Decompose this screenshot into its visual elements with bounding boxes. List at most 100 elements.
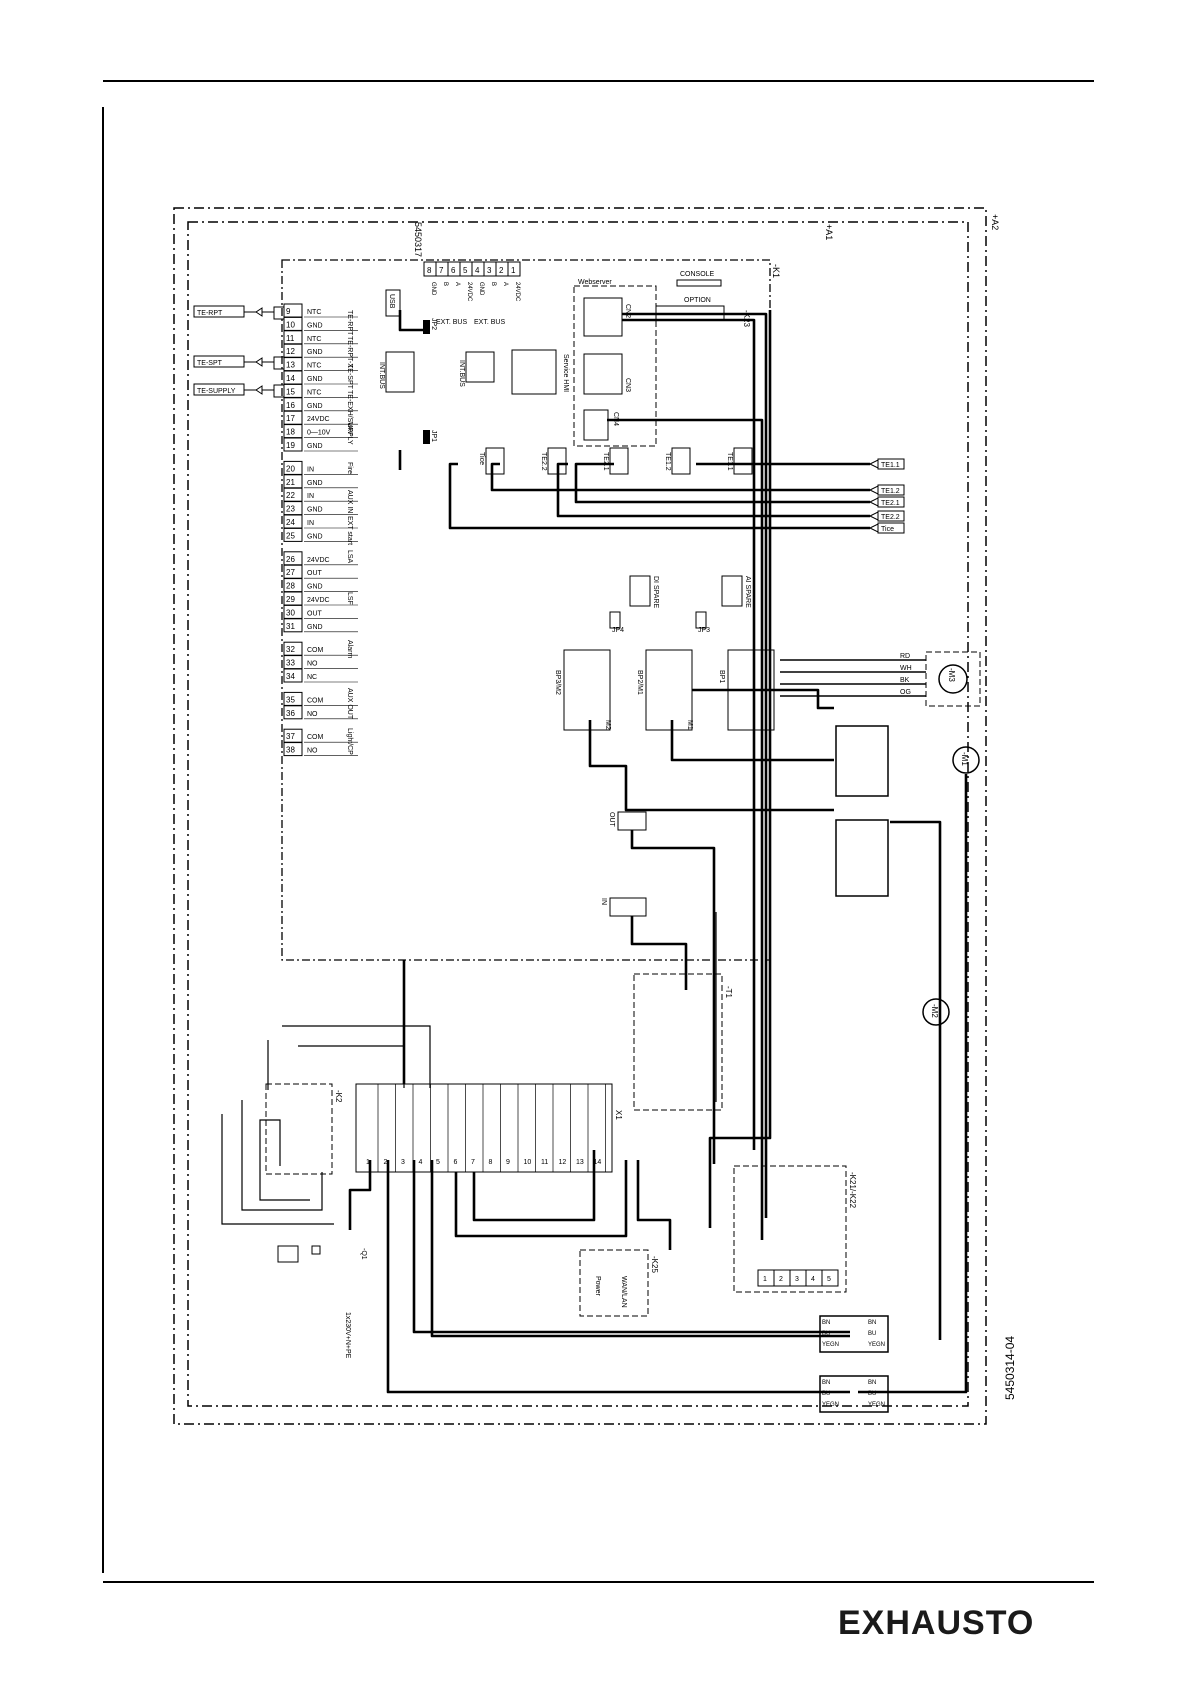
- header-rule: [103, 80, 1094, 82]
- k25: [579, 1249, 649, 1317]
- label-x1: X1: [614, 1110, 623, 1120]
- k25-power: Power: [594, 1276, 601, 1297]
- right-tag-te2-1: TE2.1: [869, 496, 905, 508]
- m1-motor-label: -M1: [960, 752, 969, 766]
- group-label: LSA: [346, 550, 353, 564]
- label-k21: -K21/-K22: [848, 1172, 857, 1209]
- m3-wire-color: OG: [900, 689, 911, 696]
- right-tag-label: TE1.1: [881, 462, 900, 469]
- k21-terminal-num: 2: [779, 1276, 783, 1283]
- x1-terminal-num: 13: [576, 1159, 584, 1166]
- terminal-num: 16: [286, 401, 295, 410]
- temp-sensor-tice: Tice: [478, 447, 505, 475]
- x1-terminal-num: 10: [524, 1159, 532, 1166]
- k21-terminal-num: 1: [763, 1276, 767, 1283]
- bus-pin-signal: B: [490, 282, 496, 286]
- temp-sensor-te2-1: TE2.1: [602, 447, 629, 475]
- terminal-signal: IN: [307, 466, 314, 473]
- terminal-num: 19: [286, 441, 295, 450]
- m2-label: M2: [604, 720, 611, 730]
- k2: [265, 1083, 333, 1175]
- terminal-signal: NTC: [307, 309, 321, 316]
- jp1: [423, 430, 430, 444]
- terminal-num: 26: [286, 555, 295, 564]
- k21-terminal-num: 5: [827, 1276, 831, 1283]
- intbus-2: [465, 351, 495, 383]
- terminal-num: 10: [286, 320, 295, 329]
- x1-terminal-num: 7: [471, 1159, 475, 1166]
- ext-bus-label: EXT. BUS: [436, 319, 467, 326]
- temp-sensor-te1-1: TE1.1: [726, 447, 753, 475]
- terminal-signal: GND: [307, 624, 323, 631]
- motor-m2: -M2: [835, 819, 950, 1026]
- terminal-signal: NO: [307, 661, 318, 668]
- temp-sensor-label: TE2.2: [540, 452, 547, 471]
- bus-pin-num: 7: [439, 266, 444, 275]
- x1-terminal-num: 4: [419, 1159, 423, 1166]
- label-k25: -K25: [650, 1256, 659, 1273]
- right-tag-label: Tice: [881, 526, 894, 533]
- group-label: Fire: [346, 462, 353, 474]
- group-label: Alarm: [346, 640, 353, 658]
- jp2: [423, 320, 430, 334]
- bus-pin-num: 1: [511, 266, 516, 275]
- terminal-num: 30: [286, 608, 295, 617]
- terminal-num: 13: [286, 361, 295, 370]
- di-spare-label: DI SPARE: [652, 576, 659, 608]
- label-t1: -T1: [724, 986, 733, 999]
- right-tag-tice: Tice: [869, 522, 905, 534]
- terminal-num: 35: [286, 695, 295, 704]
- temp-sensor-te2-2: TE2.2: [540, 447, 567, 475]
- m2-motor-label: -M2: [930, 1004, 939, 1018]
- terminal-signal: GND: [307, 533, 323, 540]
- x1-terminal-num: 3: [401, 1159, 405, 1166]
- bus-pin-signal: 24VDC: [514, 282, 520, 302]
- bus-pin-signal: 24VDC: [466, 282, 472, 302]
- terminal-num: 29: [286, 595, 295, 604]
- frame-a2: [173, 207, 987, 1425]
- console-label: CONSOLE: [680, 271, 715, 278]
- bus-pin-num: 2: [499, 266, 504, 275]
- usb-label: USB: [388, 294, 395, 309]
- m1-label: M1: [686, 720, 693, 730]
- cn3-label: CN3: [624, 378, 631, 392]
- label-k2: -K2: [334, 1090, 343, 1103]
- frame-a1: [187, 221, 969, 1407]
- x1-terminal-num: 1: [366, 1159, 370, 1166]
- right-tag-te1-1: TE1.1: [869, 458, 905, 470]
- ext-bus-label: EXT. BUS: [474, 319, 505, 326]
- terminal-num: 37: [286, 732, 295, 741]
- webserver-label: Webserver: [578, 279, 612, 286]
- bus-pin-num: 5: [463, 266, 468, 275]
- terminal-signal: OUT: [307, 570, 323, 577]
- terminal-num: 17: [286, 414, 295, 423]
- jp3-label: JP3: [698, 627, 710, 634]
- terminal-num: 28: [286, 582, 295, 591]
- label-a2: +A2: [990, 214, 1000, 230]
- sensor-tag: TE-SPT: [197, 360, 223, 367]
- terminal-num: 20: [286, 464, 295, 473]
- thin-wiring: [221, 912, 717, 1225]
- group-label: AUX OUT: [346, 688, 353, 720]
- motor-m1: -M1: [835, 725, 980, 797]
- supply-label: 1x230V+N+PE: [344, 1312, 351, 1359]
- out-label: OUT: [608, 812, 615, 828]
- spare-connectors: DI SPARE AI SPARE JP4 JP3: [609, 575, 751, 634]
- right-tag-te1-2: TE1.2: [869, 484, 905, 496]
- label-k1: -K1: [771, 264, 781, 278]
- group-label: Light/CP: [346, 728, 353, 755]
- terminal-signal: 24VDC: [307, 557, 330, 564]
- x1-terminal-num: 11: [541, 1159, 548, 1166]
- bus-pin-num: 4: [475, 266, 480, 275]
- t1: [633, 973, 723, 1111]
- gland-wire-right: BN: [868, 1380, 876, 1386]
- gland-wire-right: BN: [868, 1320, 876, 1326]
